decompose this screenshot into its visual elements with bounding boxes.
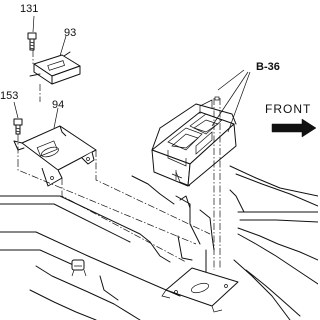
callout-93: 93 — [64, 27, 76, 39]
bolt-153 — [13, 118, 23, 135]
callout-b36: B-36 — [256, 61, 280, 73]
dash-94-floor-b — [95, 150, 211, 235]
vehicle-frame — [0, 165, 318, 320]
callout-94: 94 — [52, 99, 64, 111]
leader-b36-a — [211, 71, 249, 127]
leader-93 — [59, 35, 67, 57]
dash-94-floor-a — [17, 160, 197, 245]
floor-bracket — [161, 267, 239, 313]
bolt-131 — [27, 32, 37, 51]
leader-b36-c — [217, 69, 245, 91]
callout-153: 153 — [0, 90, 18, 102]
leader-153 — [13, 101, 19, 119]
arrow-right-icon — [271, 118, 317, 138]
control-unit-93 — [29, 51, 81, 85]
leader-b36-b — [227, 71, 251, 133]
front-label: FRONT — [265, 102, 311, 116]
connector-clip — [71, 259, 87, 277]
leader-94 — [53, 107, 59, 129]
console-box — [151, 96, 237, 187]
callout-131: 131 — [20, 3, 38, 15]
bracket-94 — [13, 125, 97, 187]
dash-94-floor-c — [61, 178, 187, 263]
leader-131 — [32, 15, 35, 33]
